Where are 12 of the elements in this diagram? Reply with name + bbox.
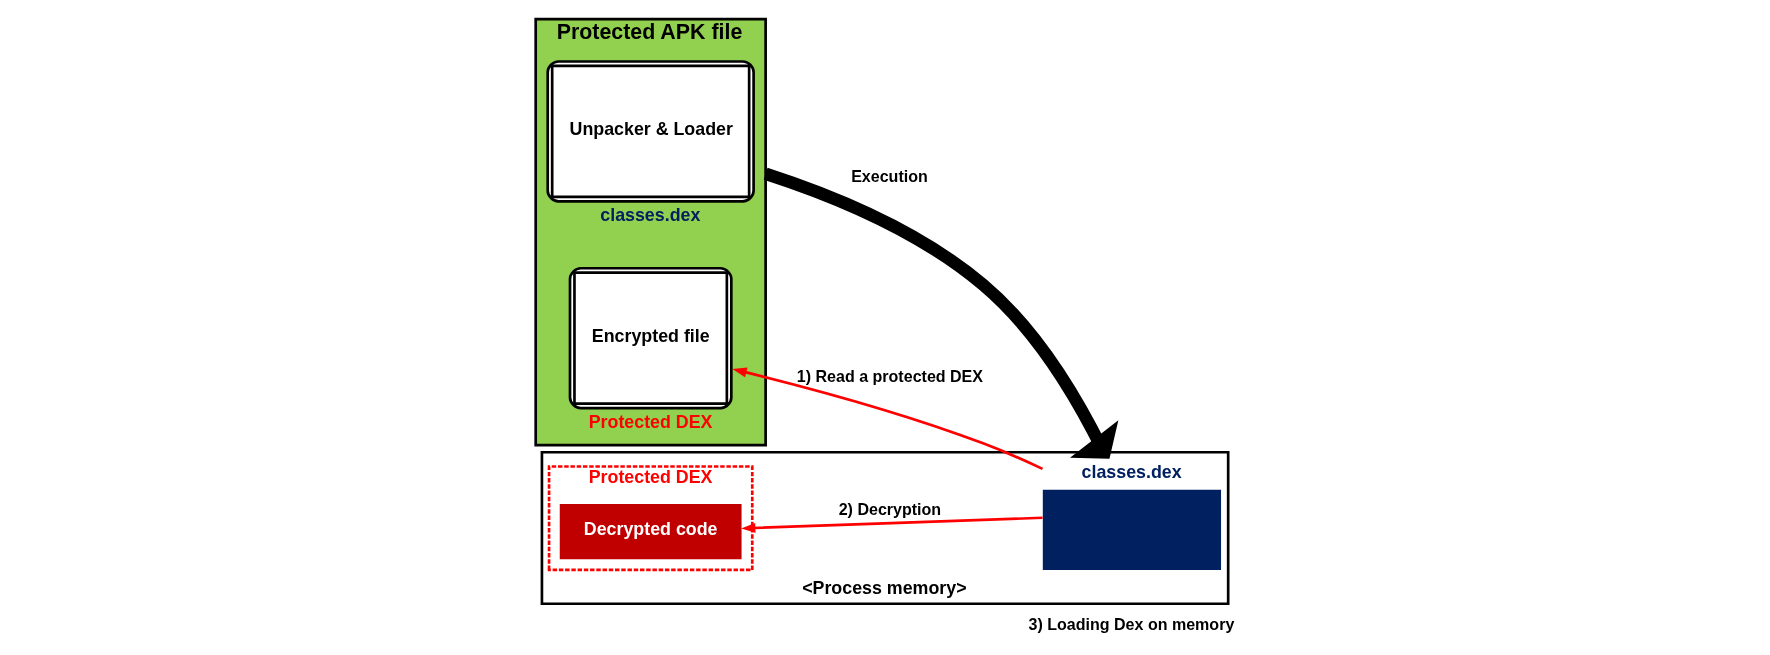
node-label: classes.dex [599,205,700,226]
edge-label: Execution [850,166,928,185]
node-label: Protected DEX [588,412,712,433]
arrow [740,516,1043,533]
arrow [731,367,1043,471]
edge-label: 2) Decryption [838,500,941,519]
node-box [1042,489,1221,570]
edge-label: 1) Read a protected DEX [796,367,983,386]
node-label: classes.dex [1081,462,1182,483]
arrow [763,167,1118,459]
label: 3) Loading Dex on memory [1028,614,1234,633]
node-box: Decrypted code [559,503,742,560]
